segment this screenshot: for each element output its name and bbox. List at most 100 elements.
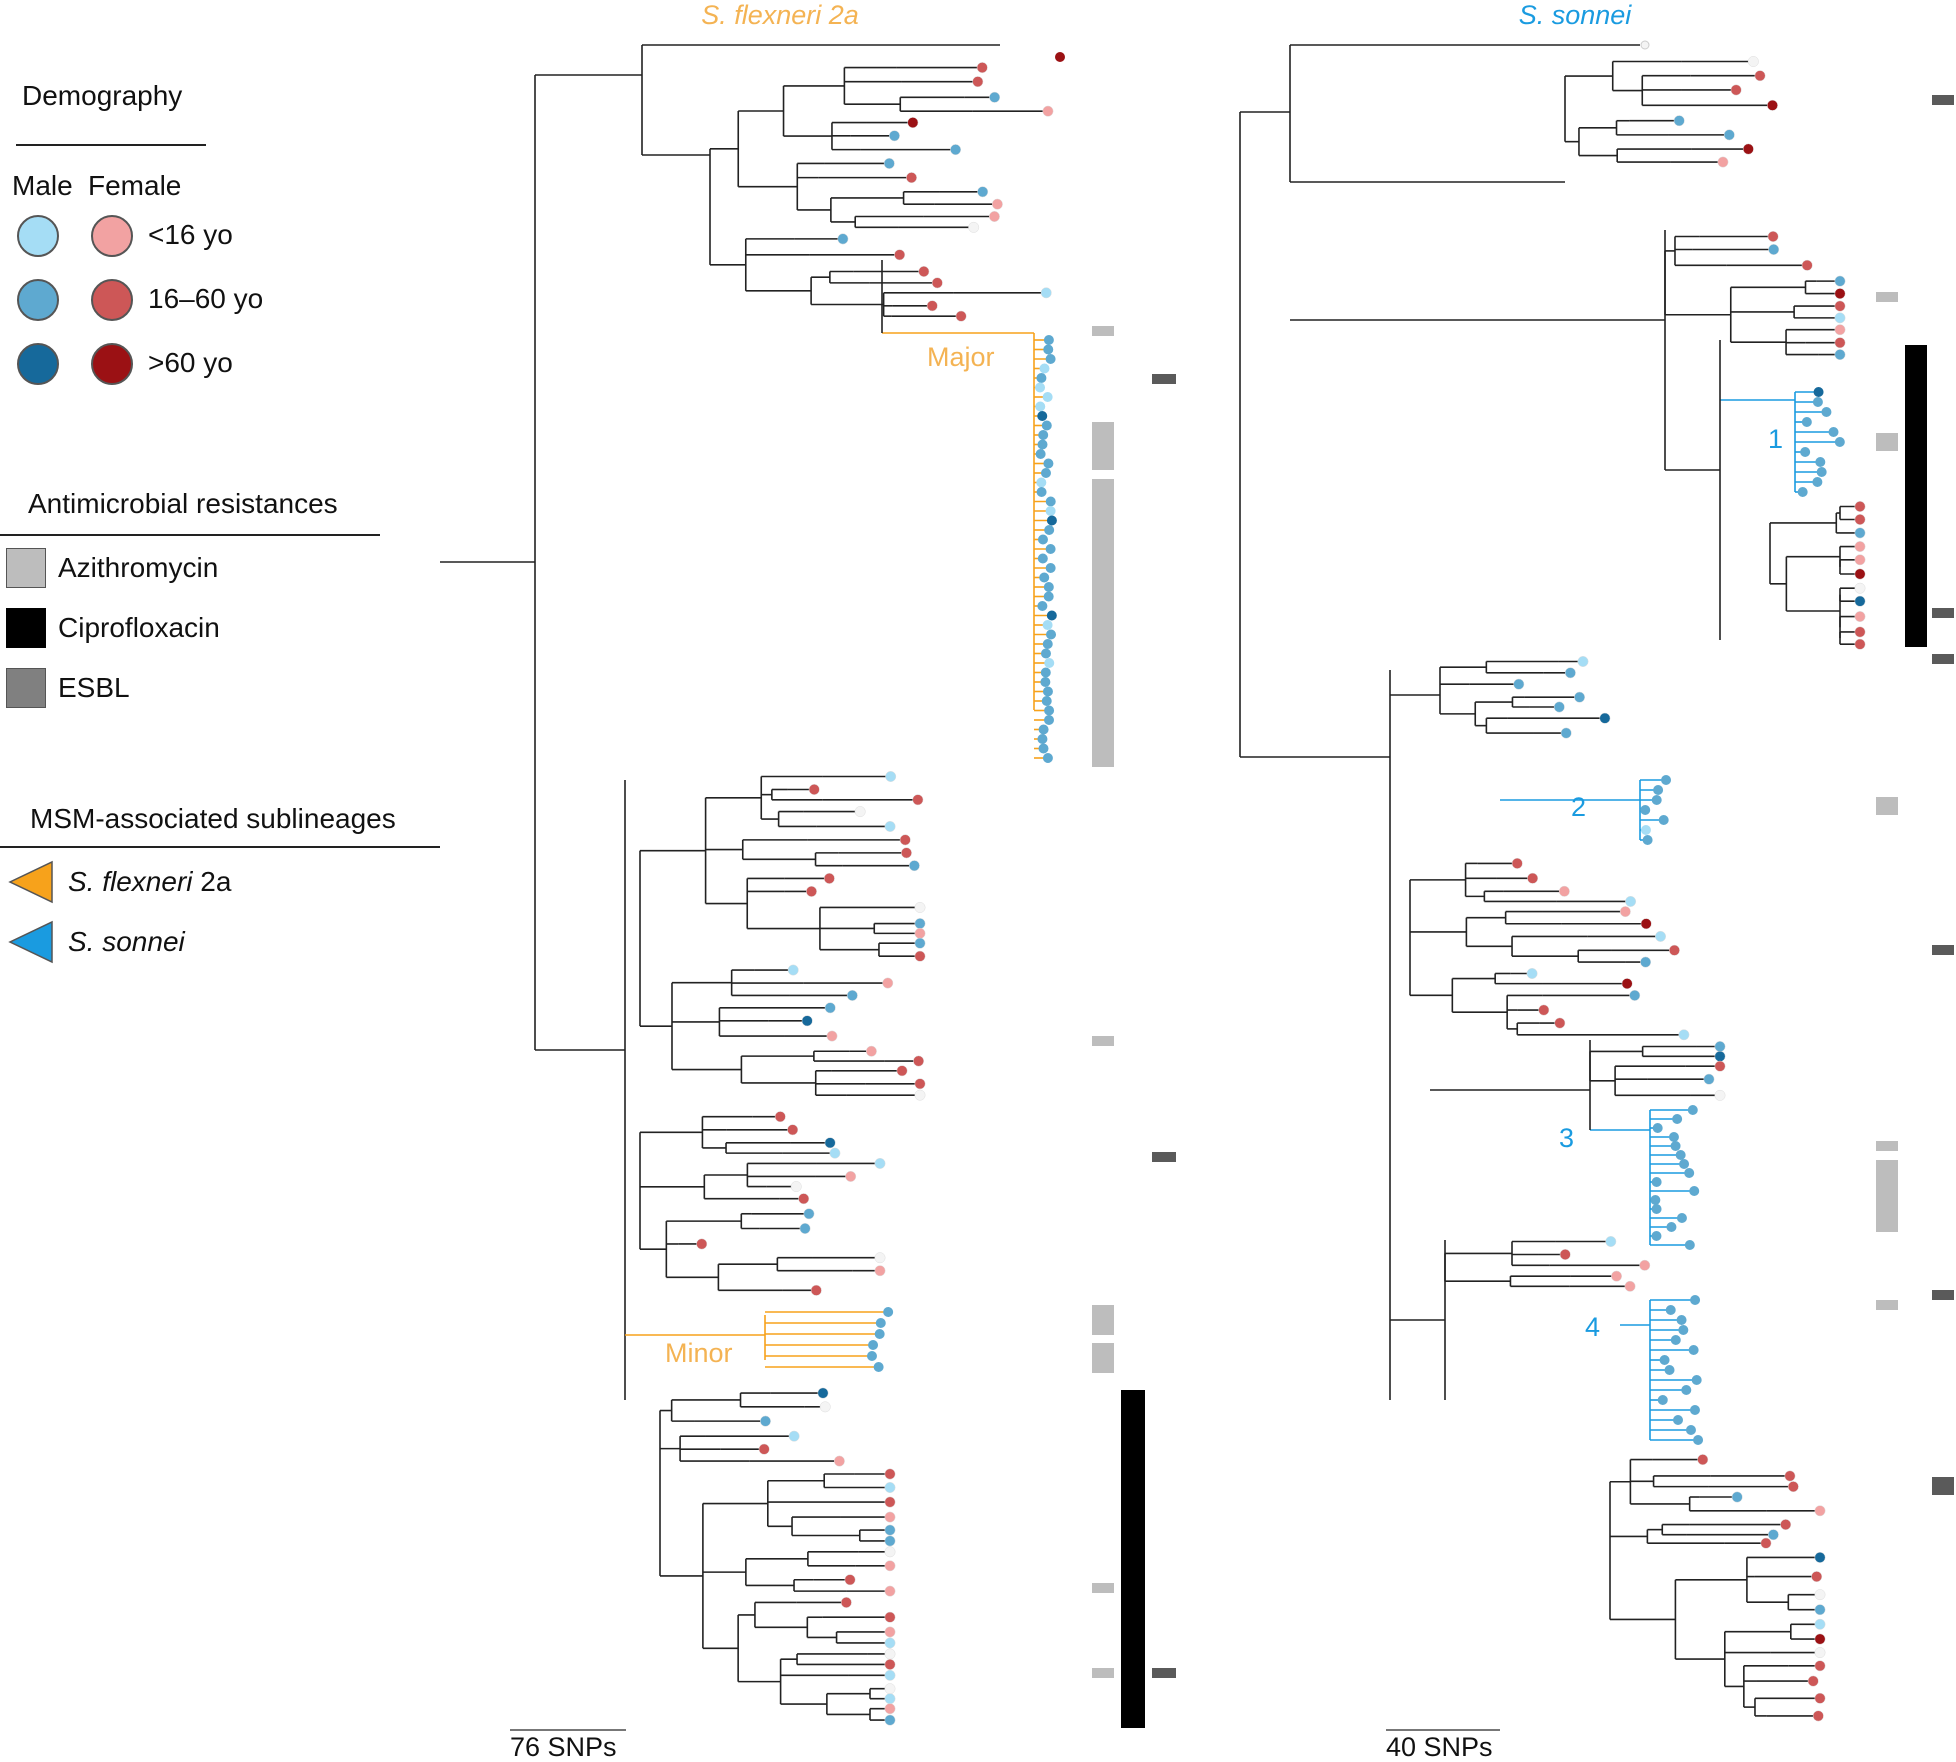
tree-tip	[1787, 1481, 1799, 1493]
tree-tip	[1854, 626, 1866, 638]
tree-tip	[823, 872, 835, 884]
tree-tip	[840, 1597, 852, 1608]
tree-tip	[1780, 1519, 1792, 1531]
tree-tip	[1651, 1231, 1662, 1241]
tree-tip	[1044, 525, 1055, 535]
tree-tip	[1784, 1470, 1796, 1482]
tree-tip	[1650, 1195, 1661, 1205]
legend-panel: Demography Male Female <16 yo 16–60 yo >…	[0, 0, 460, 1000]
tree-tip	[1619, 906, 1631, 918]
tree-tip	[883, 158, 895, 169]
tree-tip	[1045, 506, 1056, 516]
tree-tip	[1651, 1204, 1662, 1214]
tree-tip	[1797, 487, 1808, 497]
tree-tip	[1814, 1647, 1826, 1659]
tree-tip	[906, 172, 917, 184]
tree-tip	[868, 1340, 879, 1350]
tree-tip	[884, 1714, 896, 1726]
tree-tip	[884, 1659, 896, 1670]
tree-tip	[787, 964, 799, 976]
tree-tip	[1037, 601, 1048, 611]
tree-tip	[1668, 944, 1680, 956]
esbl-bar	[1932, 95, 1954, 105]
tree-tip	[1040, 677, 1051, 687]
tree-tip	[1854, 554, 1866, 566]
tree-tip	[884, 1524, 896, 1536]
tree-tip	[1039, 363, 1050, 374]
tree-tip	[1693, 1435, 1704, 1445]
clade-label-3: 3	[1559, 1123, 1574, 1153]
male-over60-swatch	[17, 343, 59, 385]
male-column-label: Male	[12, 170, 73, 201]
amr-rule	[0, 534, 380, 536]
tree-tip	[1672, 1114, 1683, 1124]
tree-tip	[1747, 56, 1759, 67]
azithromycin-bar	[1876, 1300, 1898, 1310]
tree-tip	[1574, 691, 1586, 703]
tree-tip	[884, 1648, 896, 1660]
tree-tip	[1814, 1552, 1826, 1563]
esbl-bar	[1932, 945, 1954, 955]
tree-tip	[901, 847, 912, 859]
tree-tip	[896, 1065, 908, 1077]
tree-tip	[1800, 447, 1811, 457]
tree-tip	[1659, 1355, 1670, 1365]
tree-tip	[1046, 610, 1057, 621]
esbl-label: ESBL	[58, 672, 130, 703]
tree-tip	[1036, 373, 1047, 383]
tree-tip	[1511, 857, 1523, 869]
tree-tip	[1559, 1249, 1571, 1260]
tree-tip	[1661, 775, 1672, 785]
male-16to60-swatch	[17, 279, 59, 321]
tree-tip	[1834, 337, 1846, 349]
tree-tip	[884, 1546, 896, 1558]
tree-tip	[885, 771, 897, 782]
azithromycin-bar	[1876, 1160, 1898, 1232]
tree-tip	[884, 1637, 896, 1649]
clade-label-1: 1	[1768, 424, 1783, 454]
tree-tip	[1560, 727, 1572, 739]
tree-tip	[696, 1238, 708, 1250]
tree-tip	[1703, 1073, 1715, 1085]
ciprofloxacin-label: Ciprofloxacin	[58, 612, 220, 643]
tree-tip	[1854, 595, 1866, 607]
tree-tip	[1041, 420, 1052, 431]
tree-tip	[875, 1318, 886, 1328]
tree-tip	[1801, 259, 1813, 271]
tree-tip	[1767, 1529, 1779, 1541]
tree-tip	[1717, 156, 1729, 168]
tree-tip	[1714, 1041, 1726, 1052]
tree-tip	[1538, 1004, 1550, 1016]
msm-flexneri-plain: 2a	[192, 866, 232, 897]
tree-tip	[1640, 918, 1652, 930]
tree-tip	[1527, 872, 1539, 884]
tree-tip	[1044, 705, 1055, 716]
tree-tip	[1554, 1017, 1566, 1029]
tree-tip	[1639, 1259, 1651, 1271]
tree-tip	[989, 91, 1001, 103]
msm-flexneri-italic: S. flexneri	[68, 866, 193, 897]
tree-tip	[1814, 1589, 1826, 1601]
msm-sonnei-italic: S. sonnei	[68, 926, 185, 957]
tree-tip	[914, 1089, 926, 1101]
tree-tip	[1812, 397, 1823, 407]
tree-tip	[787, 1124, 799, 1136]
tree-tip	[837, 233, 849, 245]
tree-tip	[1814, 1604, 1826, 1616]
female-16to60-swatch	[91, 279, 133, 321]
tree-tip	[803, 1208, 815, 1220]
tree-tip	[1040, 667, 1051, 678]
tree-tip	[1673, 1415, 1684, 1425]
tree-tip	[1811, 1571, 1823, 1583]
tree-tip	[914, 918, 926, 929]
tree-tip	[1767, 231, 1779, 242]
tree-tip	[1044, 715, 1055, 725]
esbl-bar	[1152, 374, 1176, 384]
azithromycin-bar	[1092, 326, 1114, 336]
tree-tip	[790, 1181, 802, 1192]
azithromycin-bar	[1876, 433, 1898, 451]
tree-tip	[873, 1362, 884, 1372]
tree-tip	[1046, 515, 1057, 526]
tree-tip	[1854, 541, 1866, 552]
tree-tip	[1657, 1395, 1668, 1405]
